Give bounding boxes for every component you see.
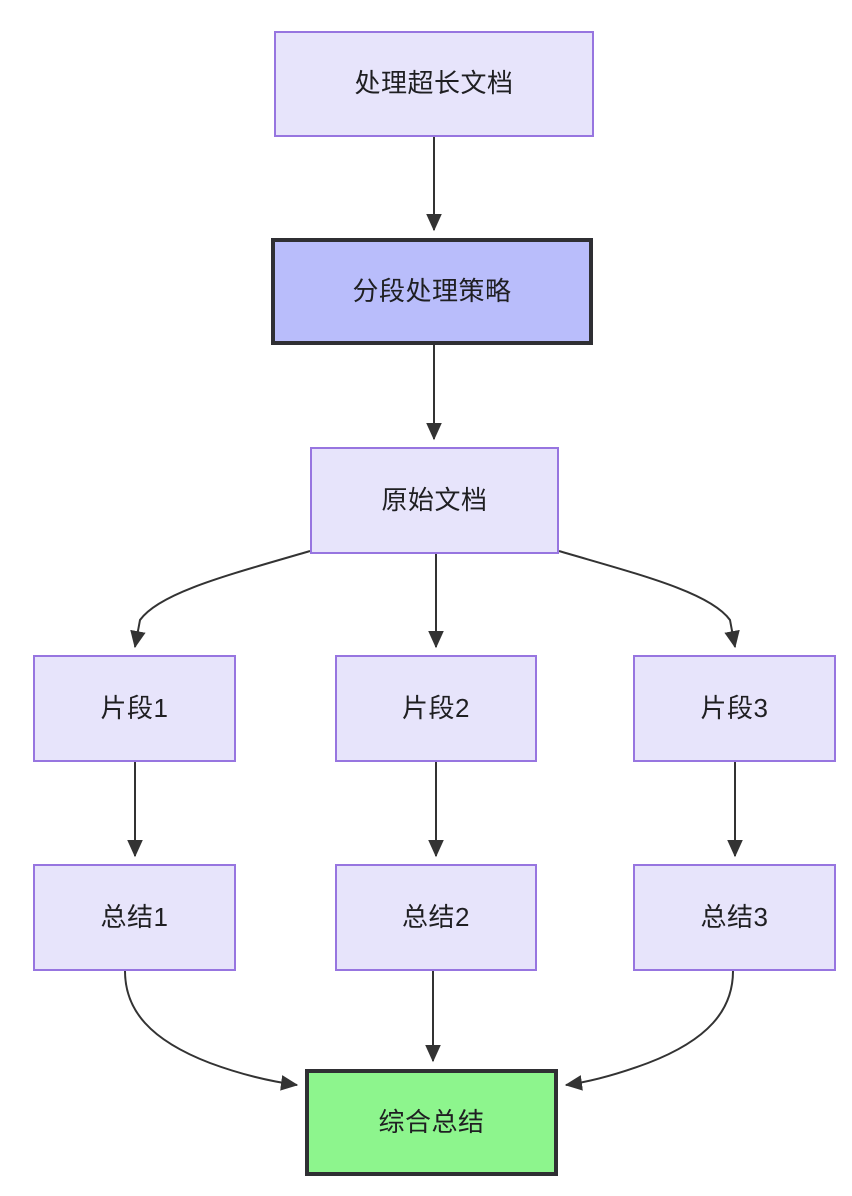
node-final-summary[interactable]: 综合总结: [305, 1069, 558, 1176]
node-summary-1-label: 总结1: [100, 901, 169, 932]
node-chunk-2-label: 片段2: [402, 692, 470, 723]
node-doc-long[interactable]: 处理超长文档: [274, 31, 594, 137]
node-final-summary-label: 综合总结: [378, 1106, 485, 1137]
edge-summary-3-to-final: [564, 970, 734, 1091]
node-summary-2-label: 总结2: [402, 901, 470, 932]
node-source-doc-label: 原始文档: [381, 484, 488, 515]
edge-source-doc-to-chunk-1: [130, 550, 311, 649]
edge-summary-1-to-final: [124, 970, 299, 1091]
node-summary-1[interactable]: 总结1: [33, 864, 236, 971]
node-chunk-1-label: 片段1: [100, 692, 169, 723]
node-summary-3-label: 总结3: [700, 901, 769, 932]
node-strategy[interactable]: 分段处理策略: [271, 238, 593, 345]
node-summary-3[interactable]: 总结3: [633, 864, 836, 971]
node-source-doc[interactable]: 原始文档: [310, 447, 559, 554]
node-chunk-1[interactable]: 片段1: [33, 655, 236, 762]
edge-source-doc-to-chunk-3: [558, 550, 740, 649]
node-summary-2[interactable]: 总结2: [335, 864, 537, 971]
node-chunk-2[interactable]: 片段2: [335, 655, 537, 762]
node-chunk-3[interactable]: 片段3: [633, 655, 836, 762]
node-strategy-label: 分段处理策略: [352, 275, 512, 306]
node-doc-long-label: 处理超长文档: [354, 68, 514, 99]
node-chunk-3-label: 片段3: [700, 692, 769, 723]
